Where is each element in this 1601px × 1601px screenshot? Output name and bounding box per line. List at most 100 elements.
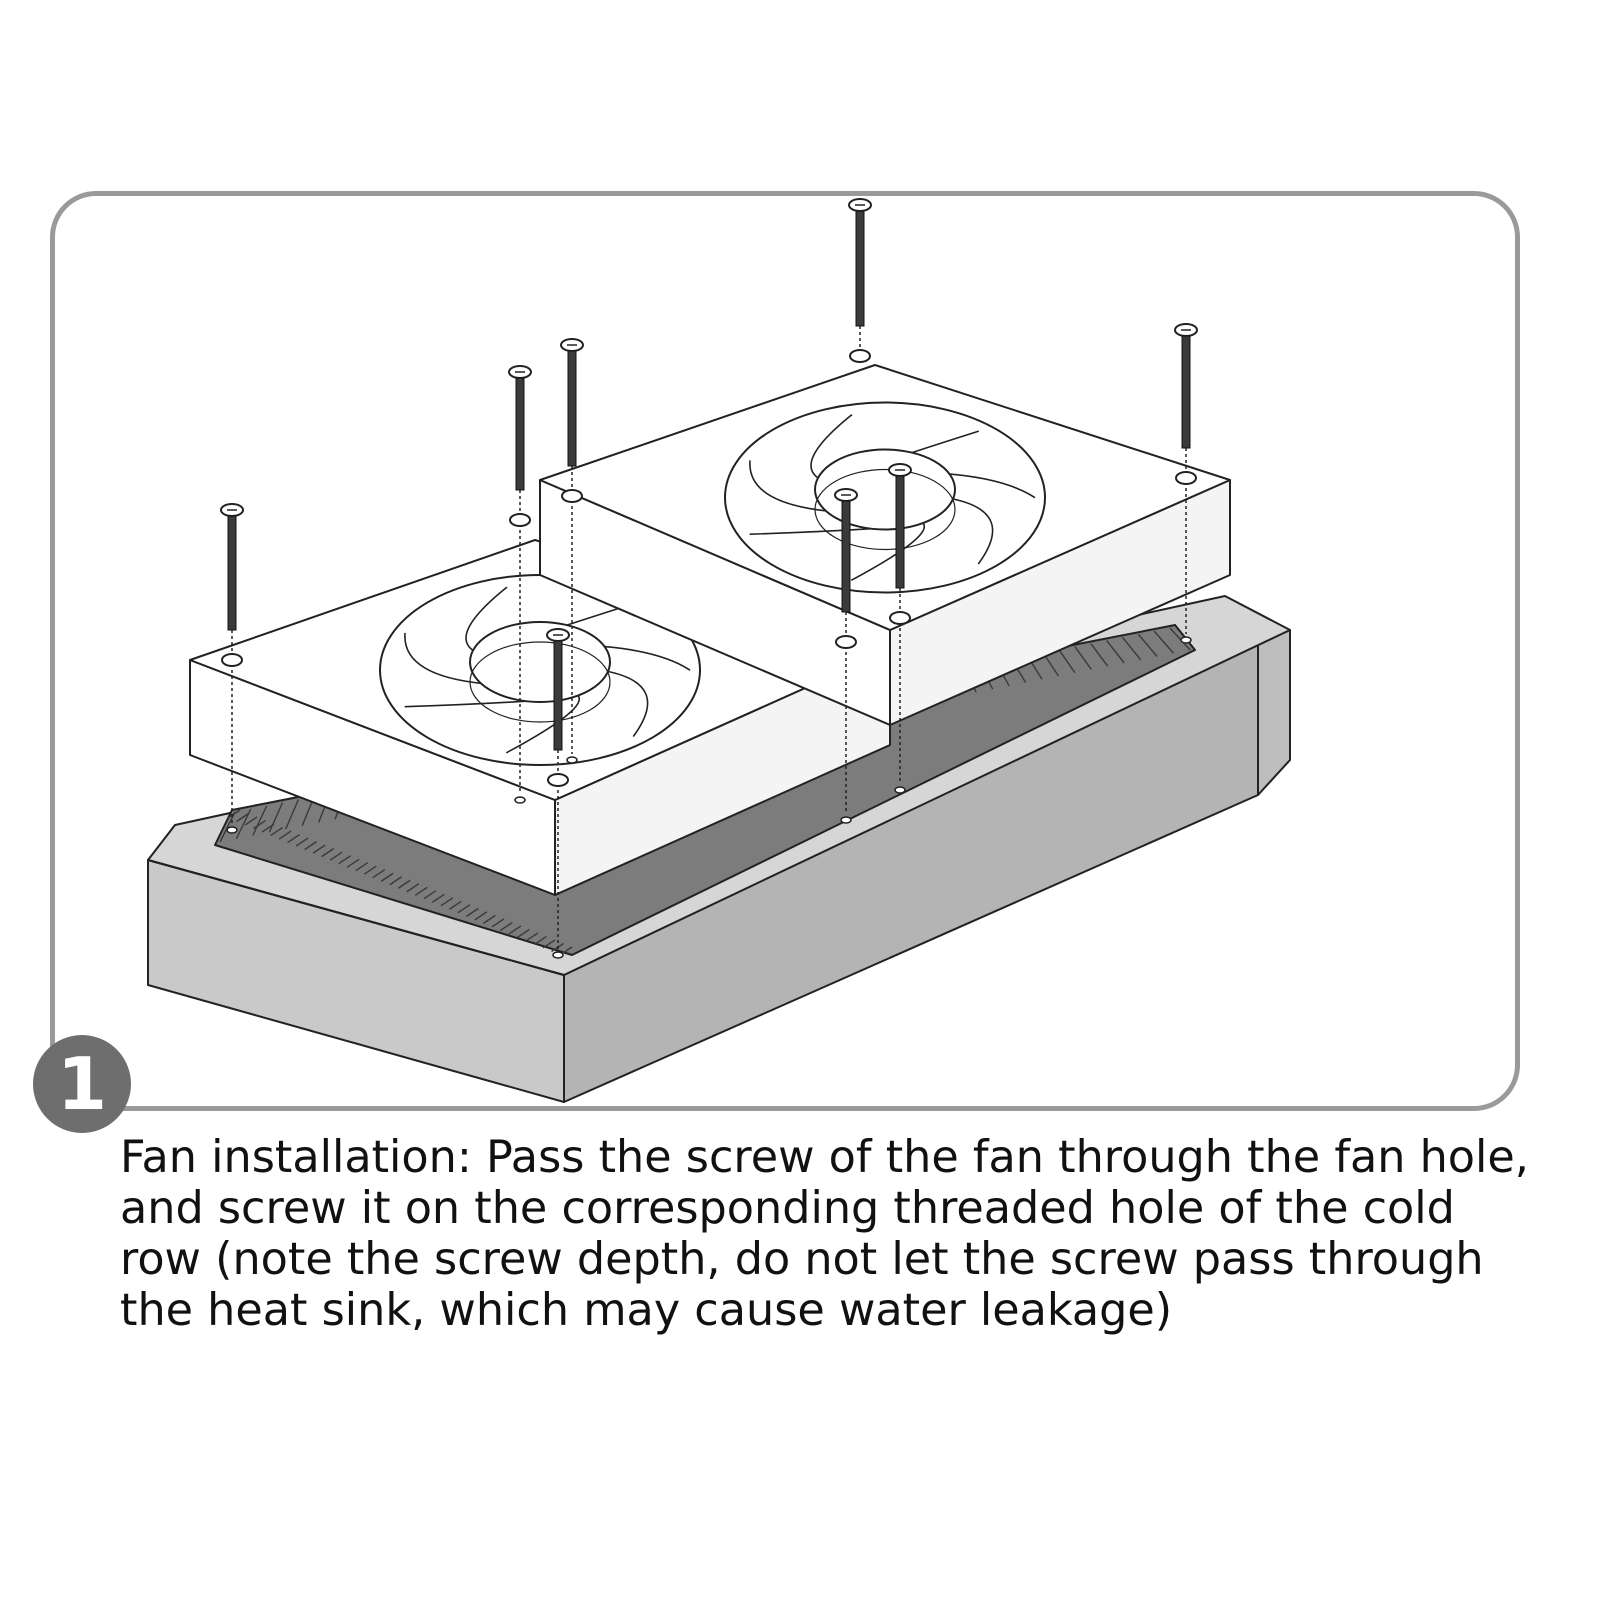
fin-line (278, 830, 292, 840)
fin-line (244, 816, 258, 826)
fan-hole (509, 513, 531, 527)
fan-hole (889, 611, 911, 625)
threaded-hole (552, 951, 564, 959)
fan-blade (404, 632, 487, 685)
threaded-hole (226, 826, 238, 834)
fin-line (236, 812, 249, 823)
fin-line (268, 802, 284, 833)
fin-line (312, 844, 326, 854)
fin-line (380, 872, 394, 882)
fan-blade (599, 669, 649, 738)
screw (888, 463, 912, 794)
fin-line (329, 851, 343, 861)
screw (508, 365, 532, 804)
fin-line (534, 935, 547, 946)
radiator-edge-line (147, 859, 565, 976)
screw-shaft (553, 640, 563, 751)
fin-line (227, 809, 241, 819)
step-number-badge: 1 (33, 1035, 131, 1133)
fan-blade (749, 460, 832, 513)
fin-line (431, 893, 445, 903)
fan-hole (835, 635, 857, 649)
fan-blade (944, 496, 994, 565)
fin-line (1153, 630, 1175, 654)
fin-line (397, 879, 411, 889)
fan-blade (749, 527, 872, 535)
illustration-frame (50, 191, 1520, 1111)
threaded-hole (894, 786, 906, 794)
fin-line (440, 897, 454, 907)
fan-opening (724, 401, 1046, 594)
fan-hole (849, 349, 871, 363)
fan-hub (814, 448, 956, 531)
fin-line (252, 805, 268, 836)
fin-line (414, 886, 428, 896)
fin-line (372, 869, 386, 879)
threaded-hole (1180, 636, 1192, 644)
radiator-header-tank (1257, 629, 1291, 796)
screw (546, 628, 570, 959)
screw-shaft (567, 350, 577, 467)
fin-line (1121, 636, 1142, 661)
fin-line (406, 883, 420, 893)
fin-line (474, 911, 488, 921)
fin-line (448, 900, 462, 910)
fin-line (1074, 646, 1092, 670)
fin-line (1090, 643, 1109, 667)
fin-line (1106, 640, 1125, 664)
fin-line (346, 858, 360, 868)
fin-line (363, 865, 377, 875)
threaded-hole (840, 816, 852, 824)
fin-line (270, 826, 283, 837)
fan-blade (404, 700, 527, 708)
fan-hole (547, 773, 569, 787)
fin-line (457, 904, 471, 914)
fan-1 (189, 539, 891, 896)
screw-shaft (841, 500, 851, 613)
fan-hole (561, 489, 583, 503)
fin-line (423, 890, 437, 900)
fin-line (517, 928, 530, 939)
screw-shaft (227, 515, 237, 631)
screw (1174, 323, 1198, 644)
fin-line (542, 939, 556, 949)
fan-hole (1175, 471, 1197, 485)
fin-line (295, 837, 309, 847)
fin-line (304, 841, 318, 851)
fin-line (355, 862, 369, 872)
threaded-hole (514, 796, 526, 804)
fin-line (261, 823, 275, 833)
fin-line (1169, 627, 1191, 651)
fin-line (253, 819, 266, 830)
fin-line (1058, 649, 1076, 674)
fin-line (1137, 633, 1158, 657)
fan-hub-base (469, 641, 611, 723)
screw (848, 198, 872, 363)
screw (220, 503, 244, 834)
fin-line (482, 914, 496, 924)
fin-line (465, 907, 479, 917)
fan-hub (469, 621, 611, 703)
fan-blade (505, 694, 580, 754)
fans (189, 364, 1231, 896)
instruction-text: Fan installation: Pass the screw of the … (120, 1132, 1529, 1336)
fin-line (508, 925, 522, 935)
screw-shaft (1181, 335, 1191, 449)
screws (220, 198, 1198, 959)
fin-line (285, 799, 300, 830)
fan-hub-base (814, 468, 956, 551)
screw (560, 338, 584, 764)
fan-blade (850, 521, 925, 582)
fin-line (525, 932, 539, 942)
threaded-hole (566, 756, 578, 764)
fin-line (491, 918, 505, 928)
screw-shaft (855, 210, 865, 327)
fin-line (287, 834, 300, 844)
fin-line (321, 848, 335, 858)
fan-hole (221, 653, 243, 667)
fin-line (389, 876, 403, 886)
screw-shaft (515, 377, 525, 491)
fin-line (338, 855, 352, 865)
fin-line (500, 921, 513, 931)
